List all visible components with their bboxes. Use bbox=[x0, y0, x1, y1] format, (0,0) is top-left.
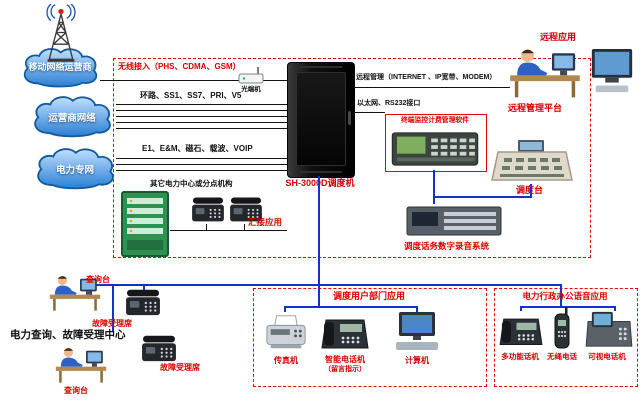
drop-line bbox=[560, 284, 562, 308]
backbone-line bbox=[318, 176, 320, 285]
inquiry-desk-label: 查询台 bbox=[86, 275, 110, 284]
dept-internal-line bbox=[284, 306, 418, 308]
inquiry-center-title: 电力查询、故障受理中心 bbox=[10, 329, 126, 341]
dispatch-switch-rack bbox=[287, 62, 355, 178]
phone-stub-line bbox=[244, 224, 245, 230]
core-system-dashed-box bbox=[113, 58, 591, 258]
rack-vent bbox=[300, 171, 342, 173]
mobile-network-cloud-label: 移动网络运营商 bbox=[28, 62, 92, 72]
backbone-line bbox=[90, 284, 562, 286]
branch-pbx-cabinet-icon bbox=[120, 190, 170, 258]
wireless-access-label: 无线接入（PHS、CDMA、GSM） bbox=[118, 62, 241, 71]
tandem-application-label: 汇接应用 bbox=[248, 217, 283, 227]
inquiry-desk-icon bbox=[54, 344, 108, 386]
remote-workstation-icon bbox=[588, 44, 636, 100]
drop-line bbox=[318, 284, 320, 308]
fault-seat-phone-icon bbox=[140, 332, 178, 364]
wireless-gateway-icon bbox=[238, 66, 264, 84]
dept-application-dashed-box bbox=[253, 288, 487, 387]
power-network-cloud-label: 电力专网 bbox=[55, 165, 94, 176]
radio-tower-icon bbox=[26, 4, 96, 66]
trunk-line bbox=[116, 116, 287, 117]
carrier-trunks-label: 环路、SS1、SS7、PRI、V5 bbox=[140, 91, 242, 100]
fault-seat-label: 故障受理席 bbox=[160, 363, 200, 372]
trunk-line bbox=[116, 170, 287, 171]
rack-door bbox=[296, 72, 346, 166]
phone-stub-line bbox=[206, 224, 207, 230]
video-phone-label: 可视电话机 bbox=[588, 352, 626, 361]
remote-mgmt-label: 远程管理（INTERNET 、IP宽带、MODEM） bbox=[356, 74, 497, 81]
rack-vent bbox=[300, 66, 342, 68]
monitoring-console-icon bbox=[389, 129, 481, 167]
remote-app-label: 远程应用 bbox=[540, 32, 577, 42]
drop-line bbox=[112, 284, 114, 332]
remote-mgmt-line bbox=[353, 87, 510, 88]
recording-system-label: 调度话务数字录音系统 bbox=[404, 241, 490, 251]
smart-phone-label: 智能电话机 bbox=[325, 355, 365, 364]
multifunction-phone-label: 多功能话机 bbox=[501, 352, 539, 361]
office-internal-line bbox=[520, 306, 616, 308]
fax-label: 传真机 bbox=[274, 356, 298, 365]
console-link-line bbox=[530, 184, 532, 196]
dispatcher-console-icon bbox=[490, 138, 574, 184]
computer-label: 计算机 bbox=[405, 356, 429, 365]
fault-seat-phone-icon bbox=[124, 286, 162, 318]
inquiry-desk-label: 查询台 bbox=[64, 386, 88, 395]
office-internal-line bbox=[614, 306, 616, 311]
branch-center-label: 其它电力中心或分点机构 bbox=[150, 179, 233, 188]
dept-internal-line bbox=[416, 306, 418, 312]
trunk-line bbox=[116, 164, 287, 165]
rack-label: SH-3000D调度机 bbox=[285, 178, 355, 188]
branch-phone-icon bbox=[190, 194, 226, 224]
carrier-network-cloud-label: 运营商网络 bbox=[48, 113, 96, 124]
drop-line bbox=[143, 284, 145, 294]
trunk-line bbox=[116, 122, 287, 123]
cordless-phone-label: 无绳电话 bbox=[547, 352, 577, 361]
rack-handle bbox=[348, 111, 351, 125]
wireless-device-label: 光端机 bbox=[241, 86, 261, 93]
office-internal-line bbox=[520, 306, 522, 311]
dept-internal-line bbox=[284, 306, 286, 312]
tandem-line bbox=[170, 230, 287, 231]
wireless-line bbox=[100, 80, 287, 81]
console-link-line bbox=[433, 196, 532, 198]
voice-recorder-icon bbox=[406, 204, 502, 238]
video-phone-icon bbox=[584, 310, 634, 350]
monitoring-software-label: 终端监控计费管理软件 bbox=[401, 117, 469, 124]
ethernet-line bbox=[353, 112, 385, 113]
fax-machine-icon bbox=[262, 312, 310, 354]
recording-link-line bbox=[433, 170, 435, 204]
dept-box-title: 调度用户部门应用 bbox=[332, 291, 405, 301]
dispatcher-console-label: 调度台 bbox=[516, 185, 543, 196]
cordless-phone-icon bbox=[548, 306, 576, 352]
trunk-line bbox=[116, 110, 287, 111]
trunk-line bbox=[116, 128, 287, 129]
office-application-dashed-box bbox=[494, 288, 638, 387]
office-box-title: 电力行政办公语音应用 bbox=[522, 291, 608, 301]
trunk-line bbox=[116, 104, 287, 105]
fault-seat-label: 故障受理席 bbox=[92, 319, 132, 328]
power-trunks-label: E1、E&M、磁石、载波、VOIP bbox=[142, 144, 253, 153]
trunk-line bbox=[116, 158, 287, 159]
remote-platform-label: 远程管理平台 bbox=[508, 103, 563, 113]
ethernet-label: 以太网、RS232接口 bbox=[357, 100, 421, 107]
multifunction-phone-icon bbox=[498, 310, 544, 350]
remote-operator-desk-icon bbox=[506, 44, 584, 102]
smart-phone-icon bbox=[320, 310, 370, 354]
smart-phone-sublabel: （留言指示） bbox=[324, 366, 366, 373]
computer-icon bbox=[392, 310, 442, 354]
